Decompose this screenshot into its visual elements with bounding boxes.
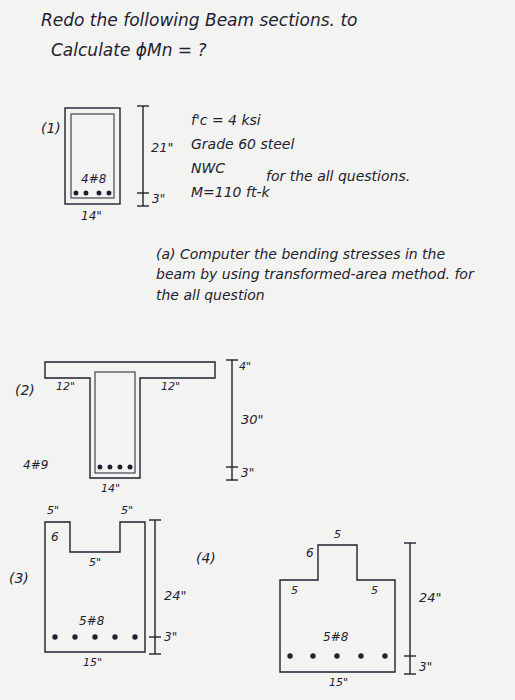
rebar — [107, 191, 111, 195]
dimension-tick — [404, 673, 416, 674]
rebar — [73, 635, 77, 639]
rebar — [53, 635, 57, 639]
dimension-line — [409, 543, 410, 674]
question-text: (a) Computer the bending stresses in the… — [155, 244, 487, 305]
dimension-tick — [226, 466, 238, 467]
heading: Calculate ϕMn = ? — [50, 40, 208, 60]
rebar — [128, 465, 132, 469]
rebar — [118, 465, 122, 469]
rebar-note: 4#8 — [80, 172, 107, 186]
dimension: 3" — [418, 660, 433, 674]
dimension: 4" — [238, 360, 252, 373]
dimension: 5 — [333, 528, 342, 541]
dimension: 30" — [240, 412, 265, 428]
rebar — [93, 635, 97, 639]
dimension-line — [142, 106, 143, 206]
dimension: 12" — [160, 380, 181, 393]
problem-number: (2) — [14, 382, 36, 399]
beam-outline — [45, 362, 215, 478]
beam-outline — [65, 108, 120, 204]
dimension-tick — [226, 359, 238, 360]
dimension-tick — [149, 636, 161, 637]
rebar-note: 4#9 — [22, 458, 49, 472]
dimension: 14" — [100, 482, 121, 495]
given-data: for the all questions. — [265, 168, 411, 185]
beam-outline — [45, 522, 145, 652]
dimension: 15" — [82, 656, 103, 669]
stirrup — [95, 372, 135, 473]
dimension: 3" — [163, 630, 178, 644]
dimension-line — [154, 520, 155, 654]
dimension: 24" — [418, 590, 443, 606]
dimension-tick — [404, 655, 416, 656]
problem-number: (1) — [40, 120, 62, 137]
dimension-tick — [226, 479, 238, 480]
dimension-tick — [404, 542, 416, 543]
rebar — [311, 654, 315, 658]
dimension: 12" — [55, 380, 76, 393]
given-data: f'c = 4 ksi — [190, 112, 262, 129]
dimension: 3" — [151, 192, 166, 206]
rebar — [98, 465, 102, 469]
dimension: 21" — [150, 140, 175, 156]
beam-outline — [280, 545, 395, 672]
rebar — [288, 654, 292, 658]
heading: Redo the following Beam sections. to — [40, 10, 358, 30]
dimension-tick — [137, 205, 149, 206]
dimension-tick — [137, 105, 149, 106]
given-data: M=110 ft-k — [190, 184, 271, 201]
rebar — [359, 654, 363, 658]
rebar — [97, 191, 101, 195]
rebar-note: 5#8 — [78, 614, 105, 628]
dimension: 5" — [120, 504, 134, 517]
rebar — [74, 191, 78, 195]
problem-number: (3) — [8, 570, 30, 587]
dimension: 3" — [240, 466, 255, 480]
dimension: 6 — [305, 546, 315, 560]
dimension: 5" — [88, 556, 102, 569]
problem-number: (4) — [195, 550, 217, 567]
given-data: NWC — [190, 160, 226, 177]
dimension-tick — [137, 192, 149, 193]
dimension-line — [231, 360, 232, 480]
rebar — [383, 654, 387, 658]
rebar-note: 5#8 — [322, 630, 349, 644]
rebar — [133, 635, 137, 639]
dimension: 5 — [370, 584, 379, 597]
rebar — [84, 191, 88, 195]
given-data: Grade 60 steel — [190, 136, 295, 153]
rebar — [113, 635, 117, 639]
dimension: 24" — [163, 588, 188, 604]
dimension: 6 — [50, 530, 60, 544]
dimension: 5" — [46, 504, 60, 517]
stirrup — [71, 114, 114, 198]
dimension-tick — [149, 653, 161, 654]
dimension: 14" — [80, 209, 103, 223]
dimension: 15" — [328, 676, 349, 689]
dimension-tick — [149, 519, 161, 520]
dimension: 5 — [290, 584, 299, 597]
rebar — [108, 465, 112, 469]
rebar — [335, 654, 339, 658]
